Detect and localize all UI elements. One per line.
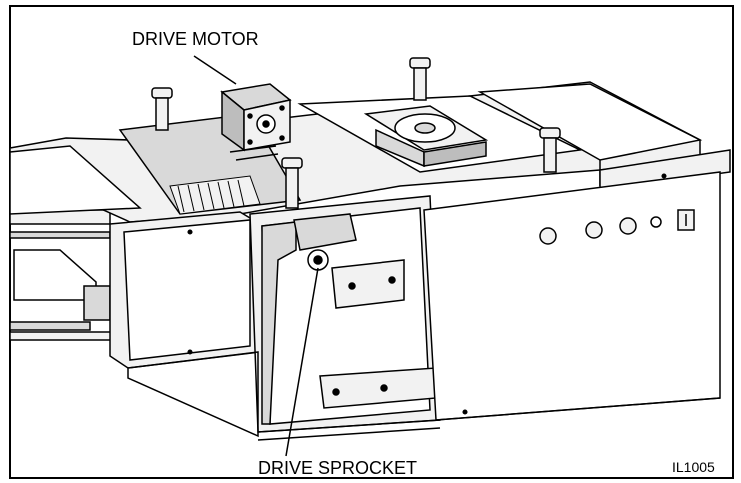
drive-motor-label: DRIVE MOTOR	[132, 29, 259, 49]
leader-lines	[193, 55, 319, 457]
fan-unit	[363, 105, 489, 168]
terminal-block	[169, 145, 279, 215]
main-front-frame	[127, 195, 441, 441]
left-rail-assembly	[9, 209, 121, 341]
drive-motor-leader	[193, 55, 237, 85]
figure-id-label: IL1005	[672, 459, 715, 475]
drive-sprocket-leader	[285, 267, 319, 457]
control-panel-door	[423, 171, 721, 421]
drive-sprocket-label: DRIVE SPROCKET	[258, 458, 418, 478]
left-access-panel	[109, 211, 261, 369]
leveling-feet	[151, 57, 561, 209]
figure-frame	[9, 5, 734, 479]
drive-motor	[220, 83, 292, 152]
